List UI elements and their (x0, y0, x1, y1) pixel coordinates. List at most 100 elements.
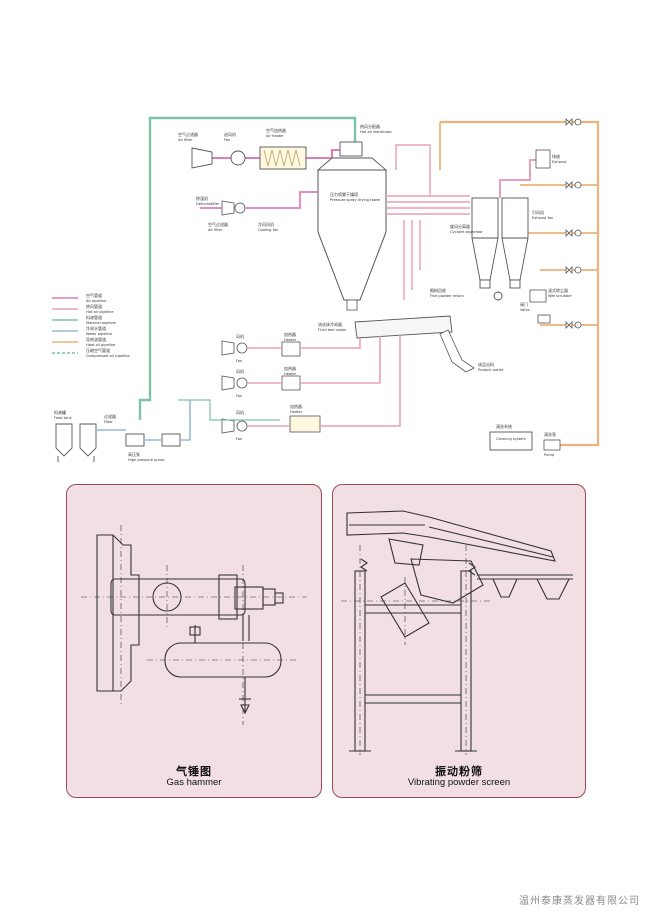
vibrating-bed-icon (354, 315, 453, 339)
steam-pipes (395, 144, 431, 300)
label-fan-2-cn: 风机 (236, 368, 244, 374)
label-cleaning-en: Cleaning system (496, 437, 526, 441)
exhaust-stack-icon (535, 149, 551, 169)
label-exhaust-cn: 排放 (552, 153, 560, 159)
feed-pipe (96, 400, 191, 441)
cooling-fan-icon (234, 202, 246, 214)
label-air-heater-cn: 空气加热器 (266, 127, 286, 133)
vibrating-screen-title-en: Vibrating powder screen (407, 777, 511, 788)
label-heater-2-cn: 加热器 (284, 365, 296, 371)
gas-hammer-title-cn: 气锤图 (176, 765, 212, 778)
label-product-en: Product outlet (478, 368, 504, 372)
valve-icons (565, 118, 582, 329)
cyclone-to-exhaust (499, 159, 540, 198)
label-heater-1-cn: 加热器 (284, 331, 296, 337)
label-product-cn: 成品出料 (478, 361, 494, 367)
green-pipe-frame (138, 116, 357, 420)
discharge-chute-icon (439, 329, 475, 373)
legend-2-en: Material pipeline (86, 321, 117, 325)
label-tower-cn: 压力喷雾干燥塔 (330, 191, 358, 197)
equipment-labels: 空气过滤器 Air filter 送风机 Fan 空气加热器 Air heate… (54, 123, 572, 462)
cleaning-tank-icon (489, 431, 533, 451)
legend-4-en: Heat oil pipeline (86, 343, 116, 347)
label-hp-pump-en: High pressure pump (128, 458, 165, 462)
air-filter-2-icon (221, 200, 235, 216)
gas-hammer-drawing (81, 525, 307, 725)
heater-coil-icon (263, 149, 301, 167)
label-fine-powder-en: Fine powder return (430, 294, 464, 298)
orange-pipe-right (440, 120, 600, 447)
vibrating-screen-panel: 振动粉筛 Vibrating powder screen (332, 484, 586, 798)
label-filter-cn: 过滤器 (104, 413, 116, 419)
label-fan-en: Fan (224, 138, 230, 142)
label-pump-cn: 清洗泵 (544, 431, 556, 437)
label-air-heater-en: Air heater (266, 134, 284, 138)
cleaning-pump-icon (543, 439, 561, 451)
label-heater-1-en: Heater (284, 338, 297, 342)
label-fine-powder-cn: 细粉回收 (430, 287, 446, 293)
tower-outlet-icon (346, 299, 358, 311)
label-heater-3-en: Heater (290, 410, 303, 414)
label-feed-tank-cn: 料液罐 (54, 409, 66, 415)
label-exhaust-fan-cn: 引风机 (532, 209, 544, 215)
drying-tower-icon (317, 169, 387, 301)
lower-air-pipes (247, 334, 401, 427)
tower-top-icon (316, 157, 388, 171)
gas-hammer-title-en: Gas hammer (166, 777, 222, 788)
label-fan-cn: 送风机 (224, 131, 236, 137)
label-cleaning-cn: 清洗系统 (496, 423, 512, 429)
legend: 空气管道 Air pipeline 热风管道 Hot air pipeline … (52, 292, 130, 358)
air-filter-icon (191, 147, 213, 169)
vibrating-screen-title-cn: 振动粉筛 (435, 765, 483, 778)
fan-icon (230, 150, 246, 166)
wet-scrubber-icon (529, 289, 547, 303)
label-heater-2-en: Heater (284, 372, 297, 376)
label-heater-3-cn: 加热器 (290, 403, 302, 409)
label-tower-en: Pressure spray drying tower (330, 198, 381, 202)
company-footer: 温州泰康蒸发器有限公司 (519, 896, 640, 907)
vibrating-screen-drawing (341, 510, 573, 755)
air-heater-icon (259, 146, 307, 170)
label-cooling-fan-en: Cooling fan (258, 228, 278, 232)
label-distributor-cn: 热风分配器 (360, 123, 380, 129)
label-air-filter-cn: 空气过滤器 (178, 131, 198, 137)
label-air-filter-2-cn: 空气过滤器 (208, 221, 228, 227)
label-feed-tank-en: Feed tank (54, 416, 73, 420)
label-exhaust-en: Exhaust (552, 160, 567, 164)
label-air-filter-en: Air filter (178, 138, 193, 142)
legend-1-cn: 热风管道 (86, 303, 102, 309)
lower-air-units (221, 340, 321, 434)
label-valve-en: Valve (520, 308, 531, 312)
label-cooling-fan-cn: 冷风风机 (258, 221, 274, 227)
label-scrubber-en: Wet scrubber (548, 294, 572, 298)
legend-5-cn: 压缩空气管道 (86, 347, 110, 353)
cyclone-separators-icon (471, 197, 529, 301)
label-pump-en: Pump (544, 453, 555, 457)
label-dehumidifier-en: Dehumidifier (196, 202, 220, 206)
label-air-filter-2-en: Air filter (208, 228, 223, 232)
legend-0-en: Air pipeline (86, 299, 107, 303)
material-pipe-left (178, 399, 280, 421)
label-scrubber-cn: 湿式除尘器 (548, 287, 568, 293)
legend-5-en: Compressed air pipeline (86, 354, 130, 358)
label-distributor-en: Hot air distributor (360, 130, 392, 134)
label-hp-pump-cn: 高压泵 (128, 451, 140, 457)
label-valve-cn: 阀门 (520, 301, 528, 307)
gas-hammer-panel: 气锤图 Gas hammer (66, 484, 322, 798)
label-cyclone-cn: 旋风分离器 (450, 223, 470, 229)
label-vibrating-bed-en: Fluid bed cooler (318, 328, 347, 332)
legend-2-cn: 料液管道 (86, 314, 102, 320)
label-fan-1-en: Fan (236, 359, 242, 363)
pump-icon (537, 314, 551, 324)
label-fan-3-cn: 风机 (236, 409, 244, 415)
label-fan-2-en: Fan (236, 394, 242, 398)
legend-3-cn: 冷却水管道 (86, 325, 106, 331)
legend-0-cn: 空气管道 (86, 292, 102, 298)
label-filter-en: Filter (104, 420, 113, 424)
legend-1-en: Hot air pipeline (86, 310, 114, 314)
label-fan-3-en: Fan (236, 437, 242, 441)
legend-3-en: Water pipeline (86, 332, 113, 336)
exhaust-pipes (386, 195, 470, 215)
label-vibrating-bed-cn: 流化床冷却器 (318, 321, 342, 327)
hot-air-distributor-icon (339, 141, 363, 157)
